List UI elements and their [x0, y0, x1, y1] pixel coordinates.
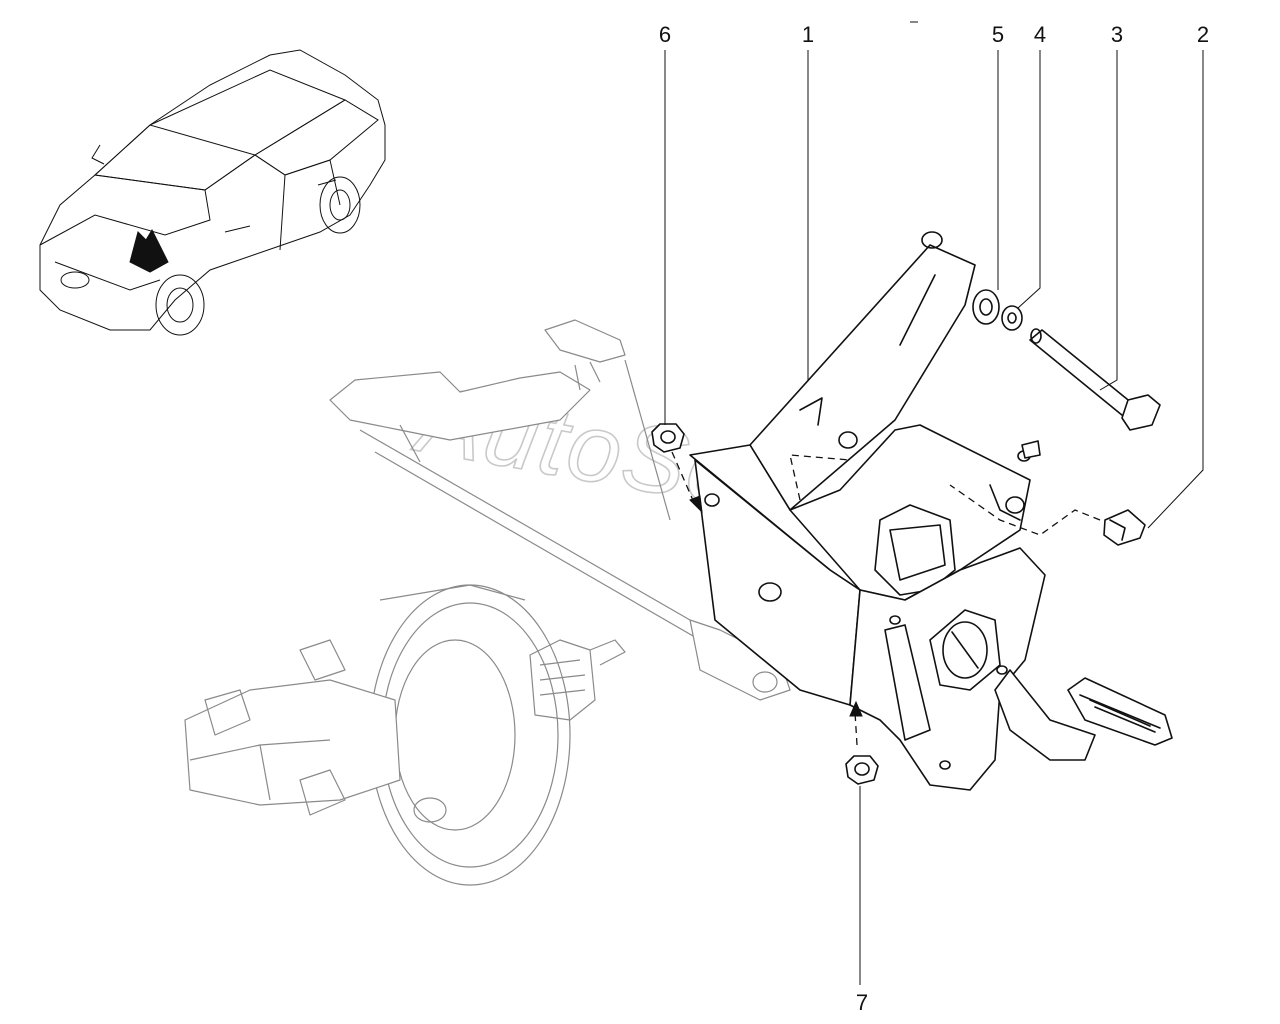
assembly-guide-lines — [789, 454, 1101, 536]
clutch-pedal-ghost — [329, 319, 791, 701]
callout-7: 7 — [856, 990, 868, 1015]
pedal-bracket-part-1 — [689, 231, 1173, 791]
callout-labels: 6 1 5 4 3 2 7 — [659, 22, 1209, 1015]
leader-lines — [664, 21, 1204, 985]
pedal-location-marker — [129, 228, 169, 273]
callout-5: 5 — [992, 22, 1004, 47]
callout-4: 4 — [1034, 22, 1046, 47]
callout-3: 3 — [1111, 22, 1123, 47]
callout-6: 6 — [659, 22, 671, 47]
brake-booster-ghost — [184, 584, 626, 886]
callout-1: 1 — [802, 22, 814, 47]
callout-2: 2 — [1197, 22, 1209, 47]
vehicle-location-thumbnail — [39, 49, 386, 336]
nut-part-7 — [845, 700, 879, 785]
nut-part-6 — [651, 423, 703, 514]
bolt-part-2 — [1103, 509, 1146, 546]
long-bolt-part-3 — [1029, 328, 1161, 431]
washer-part-5 — [972, 289, 1000, 325]
washer-part-4 — [1001, 305, 1023, 331]
